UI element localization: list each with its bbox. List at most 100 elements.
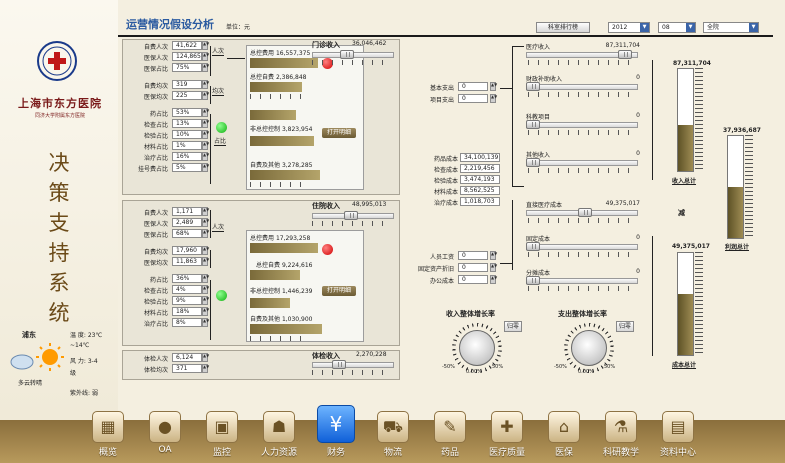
stepper-icon[interactable]: ▲▼ (490, 251, 497, 260)
month-select[interactable]: 08▼ (658, 22, 696, 33)
nav-item-1[interactable]: ●OA (139, 411, 191, 463)
value-input[interactable]: 10% (172, 130, 202, 139)
research-project-slider-thumb[interactable] (526, 120, 540, 129)
value-input[interactable]: 75% (172, 63, 202, 72)
stepper-icon[interactable]: ▲▼ (202, 119, 209, 128)
department-ranking-button[interactable]: 科室排行榜 (536, 22, 590, 33)
value-input[interactable]: 319 (172, 80, 202, 89)
nav-item-5[interactable]: ⛟物流 (367, 411, 419, 463)
value-input[interactable]: 17,960 (172, 246, 202, 255)
stepper-icon[interactable]: ▲▼ (202, 207, 209, 216)
stepper-icon[interactable]: ▲▼ (202, 246, 209, 255)
value-input[interactable]: 41,622 (172, 41, 202, 50)
stepper-icon[interactable]: ▲▼ (490, 94, 497, 103)
stepper-icon[interactable]: ▲▼ (202, 130, 209, 139)
stepper-icon[interactable]: ▲▼ (202, 108, 209, 117)
stepper-icon[interactable]: ▲▼ (202, 218, 209, 227)
stepper-icon[interactable]: ▲▼ (202, 141, 209, 150)
staff-wage-input[interactable]: 0 (458, 251, 488, 260)
value-input[interactable]: 36% (172, 274, 202, 283)
stepper-icon[interactable]: ▲▼ (202, 152, 209, 161)
value-input[interactable]: 53% (172, 108, 202, 117)
stepper-icon[interactable]: ▲▼ (202, 257, 209, 266)
stepper-icon[interactable]: ▲▼ (202, 163, 209, 172)
nav-item-3[interactable]: ☗人力资源 (253, 411, 305, 463)
ip-total-slider-thumb[interactable] (344, 211, 358, 220)
value-input[interactable]: 4% (172, 285, 202, 294)
ck-total-slider-track[interactable] (312, 362, 394, 368)
cost-input[interactable]: 1,018,703 (460, 197, 500, 206)
research-project-slider-track[interactable] (526, 122, 638, 128)
other-income-slider-track[interactable] (526, 160, 638, 166)
op-total-slider-thumb[interactable] (340, 50, 354, 59)
value-input[interactable]: 13% (172, 119, 202, 128)
stepper-icon[interactable]: ▲▼ (490, 82, 497, 91)
year-select[interactable]: 2012▼ (608, 22, 650, 33)
stepper-icon[interactable]: ▲▼ (202, 318, 209, 327)
stepper-icon[interactable]: ▲▼ (490, 275, 497, 284)
stepper-icon[interactable]: ▲▼ (202, 52, 209, 61)
nav-item-7[interactable]: ✚医疗质量 (481, 411, 533, 463)
basic-expense-input[interactable]: 0 (458, 82, 488, 91)
ck-total-slider-thumb[interactable] (332, 360, 346, 369)
value-input[interactable]: 16% (172, 152, 202, 161)
nav-item-6[interactable]: ✎药品 (424, 411, 476, 463)
nav-item-2[interactable]: ▣监控 (196, 411, 248, 463)
stepper-icon[interactable]: ▲▼ (202, 274, 209, 283)
other-income-slider-thumb[interactable] (526, 158, 540, 167)
medical-income-slider-track[interactable] (526, 52, 638, 58)
stepper-icon[interactable]: ▲▼ (202, 285, 209, 294)
project-expense-input[interactable]: 0 (458, 94, 488, 103)
value-input[interactable]: 11,863 (172, 257, 202, 266)
direct-cost-slider-thumb[interactable] (578, 208, 592, 217)
nav-item-9[interactable]: ⚗科研教学 (595, 411, 647, 463)
value-input[interactable]: 6,124 (172, 353, 202, 362)
stepper-icon[interactable]: ▲▼ (202, 80, 209, 89)
value-input[interactable]: 18% (172, 307, 202, 316)
stepper-icon[interactable]: ▲▼ (202, 307, 209, 316)
asset-depreciation-input[interactable]: 0 (458, 263, 488, 272)
allocated-cost-slider-track[interactable] (526, 278, 638, 284)
stepper-icon[interactable]: ▲▼ (202, 91, 209, 100)
value-input[interactable]: 371 (172, 364, 202, 373)
value-input[interactable]: 68% (172, 229, 202, 238)
value-input[interactable]: 225 (172, 91, 202, 100)
fixed-cost-slider-thumb[interactable] (526, 242, 540, 251)
stepper-icon[interactable]: ▲▼ (490, 263, 497, 272)
value-input[interactable]: 124,865 (172, 52, 202, 61)
expense-growth-dial[interactable] (571, 330, 607, 366)
allocated-cost-slider-thumb[interactable] (526, 276, 540, 285)
stepper-icon[interactable]: ▲▼ (202, 63, 209, 72)
cost-input[interactable]: 8,562,525 (460, 186, 500, 195)
nav-item-10[interactable]: ▤资料中心 (652, 411, 704, 463)
office-cost-input[interactable]: 0 (458, 275, 488, 284)
stepper-icon[interactable]: ▲▼ (202, 296, 209, 305)
expense-reset-button[interactable]: 归零 (616, 321, 634, 332)
nav-item-8[interactable]: ⌂医保 (538, 411, 590, 463)
value-input[interactable]: 5% (172, 163, 202, 172)
op-open-detail-button[interactable]: 打开明细 (322, 128, 356, 138)
cost-input[interactable]: 2,219,456 (460, 164, 500, 173)
income-reset-button[interactable]: 归零 (504, 321, 522, 332)
fixed-cost-slider-track[interactable] (526, 244, 638, 250)
value-input[interactable]: 1% (172, 141, 202, 150)
medical-income-slider-thumb[interactable] (618, 50, 632, 59)
scope-select[interactable]: 全院▼ (703, 22, 759, 33)
stepper-icon[interactable]: ▲▼ (202, 353, 209, 362)
stepper-icon[interactable]: ▲▼ (202, 229, 209, 238)
value-input[interactable]: 2,489 (172, 218, 202, 227)
field-label: 检验占比 (143, 133, 168, 140)
fiscal-subsidy-slider-thumb[interactable] (526, 82, 540, 91)
fiscal-subsidy-slider-track[interactable] (526, 84, 638, 90)
ip-open-detail-button[interactable]: 打开明细 (322, 286, 356, 296)
value-input[interactable]: 1,171 (172, 207, 202, 216)
stepper-icon[interactable]: ▲▼ (202, 41, 209, 50)
cost-input[interactable]: 3,474,193 (460, 175, 500, 184)
value-input[interactable]: 8% (172, 318, 202, 327)
nav-item-4[interactable]: ¥财务 (310, 405, 362, 463)
cost-input[interactable]: 34,100,139 (460, 153, 500, 162)
value-input[interactable]: 9% (172, 296, 202, 305)
income-growth-dial[interactable] (459, 330, 495, 366)
stepper-icon[interactable]: ▲▼ (202, 364, 209, 373)
nav-item-0[interactable]: ▦概览 (82, 411, 134, 463)
